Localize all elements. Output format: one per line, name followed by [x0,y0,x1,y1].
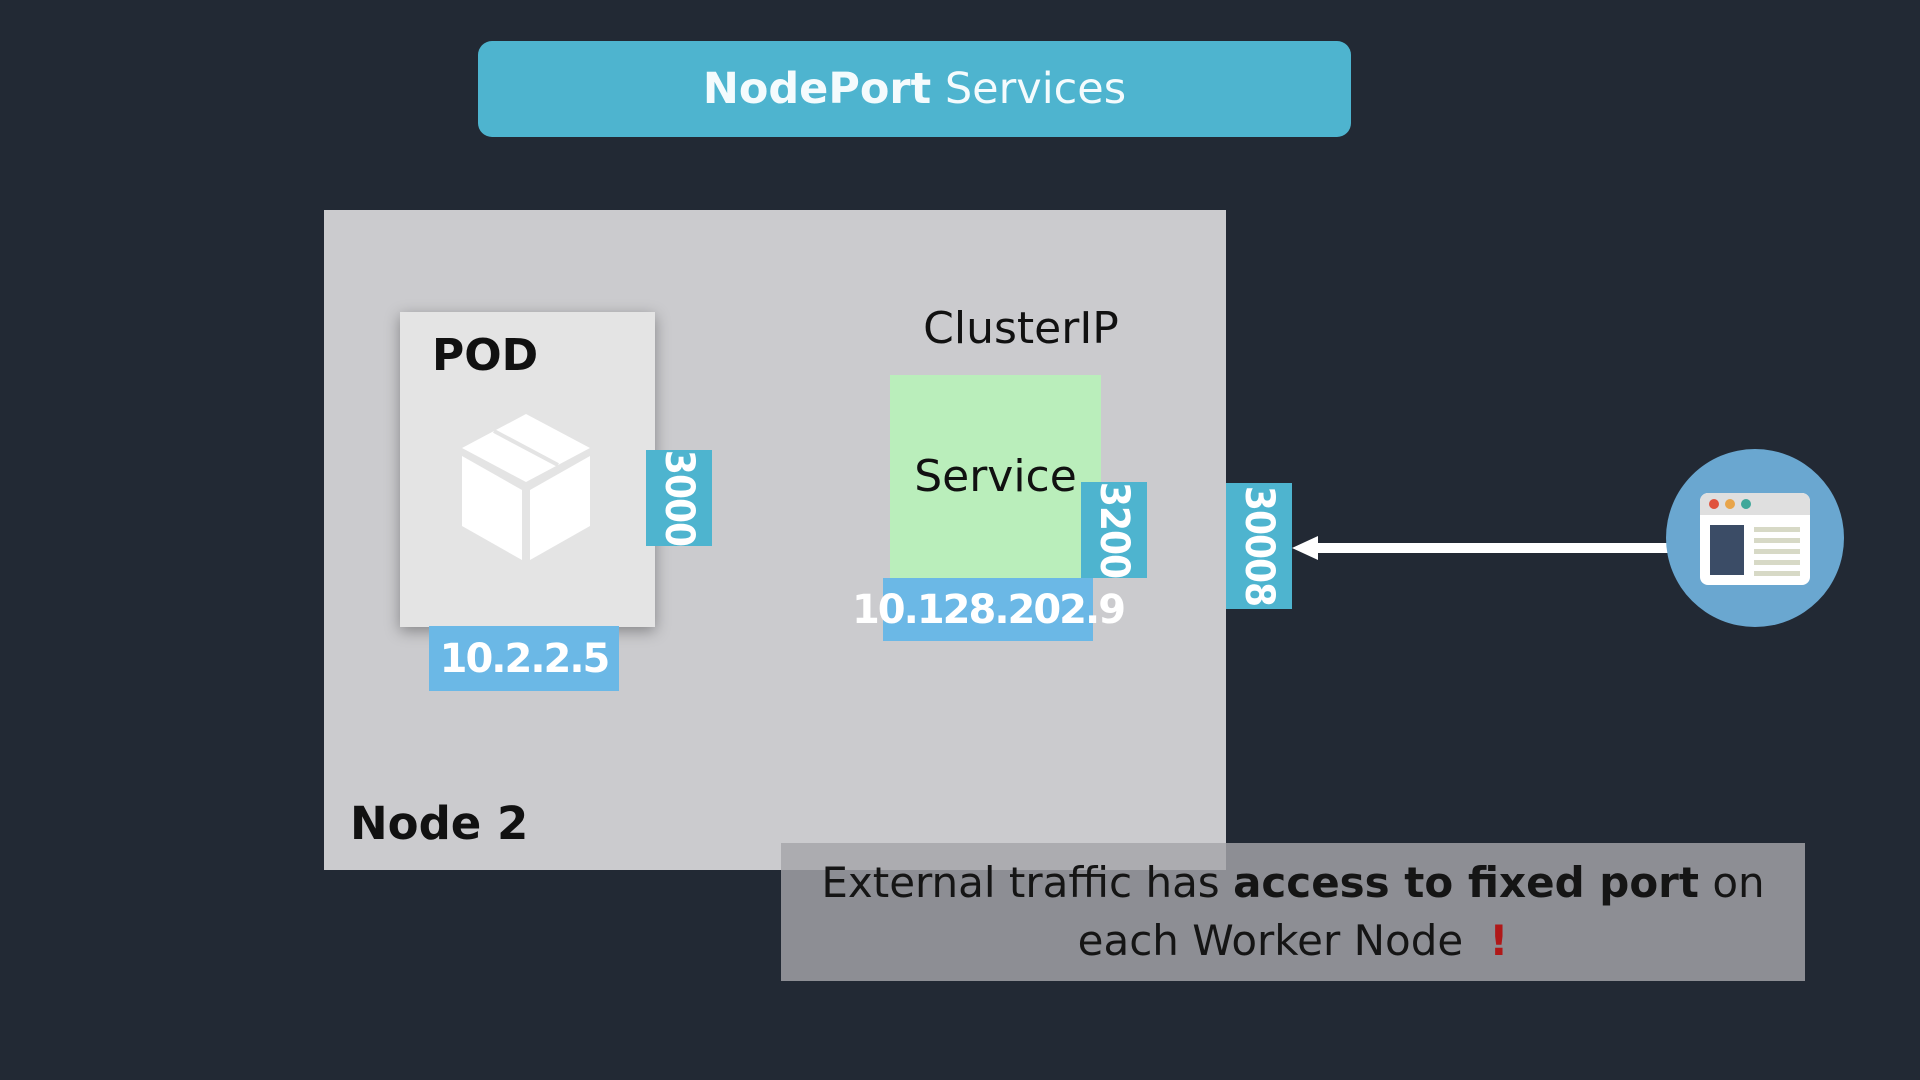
nodeport-label: 30008 [1236,485,1283,607]
title-rest: Services [944,64,1127,114]
node-label: Node 2 [350,797,529,850]
node-box: POD 3000 10.2.2.5 ClusterIP Service 3200… [324,210,1226,870]
service-label: Service [914,451,1077,502]
service-port-label: 3200 [1091,481,1137,579]
caption-line1-post: on [1712,858,1765,907]
warning-icon: ! [1489,916,1509,965]
pod-port-tag: 3000 [646,450,712,546]
caption-line1-pre: External traffic has [821,858,1220,907]
client-browser [1666,449,1844,627]
pod-box: POD [400,312,655,627]
nodeport-tag: 30008 [1226,483,1292,609]
title-banner: NodePort Services [478,41,1351,137]
caption-box: External traffic has access to fixed por… [781,843,1805,981]
title-bold: NodePort [702,64,932,114]
browser-window-icon [1700,493,1810,585]
pod-ip-tag: 10.2.2.5 [429,626,619,691]
service-ip-tag: 10.128.202.9 [852,578,1126,641]
cube-icon [462,414,590,560]
traffic-arrow [1292,536,1672,560]
caption-line1-bold: access to fixed port [1233,858,1699,907]
caption-line-2: each Worker Node! [1078,912,1509,970]
caption-line-1: External traffic has access to fixed por… [821,854,1764,912]
caption-line2-text: each Worker Node [1077,916,1464,965]
service-box: Service [890,375,1101,578]
pod-port-label: 3000 [656,449,702,547]
clusterip-label: ClusterIP [923,303,1119,354]
service-port-tag: 3200 [1081,482,1147,578]
pod-label: POD [432,330,539,381]
